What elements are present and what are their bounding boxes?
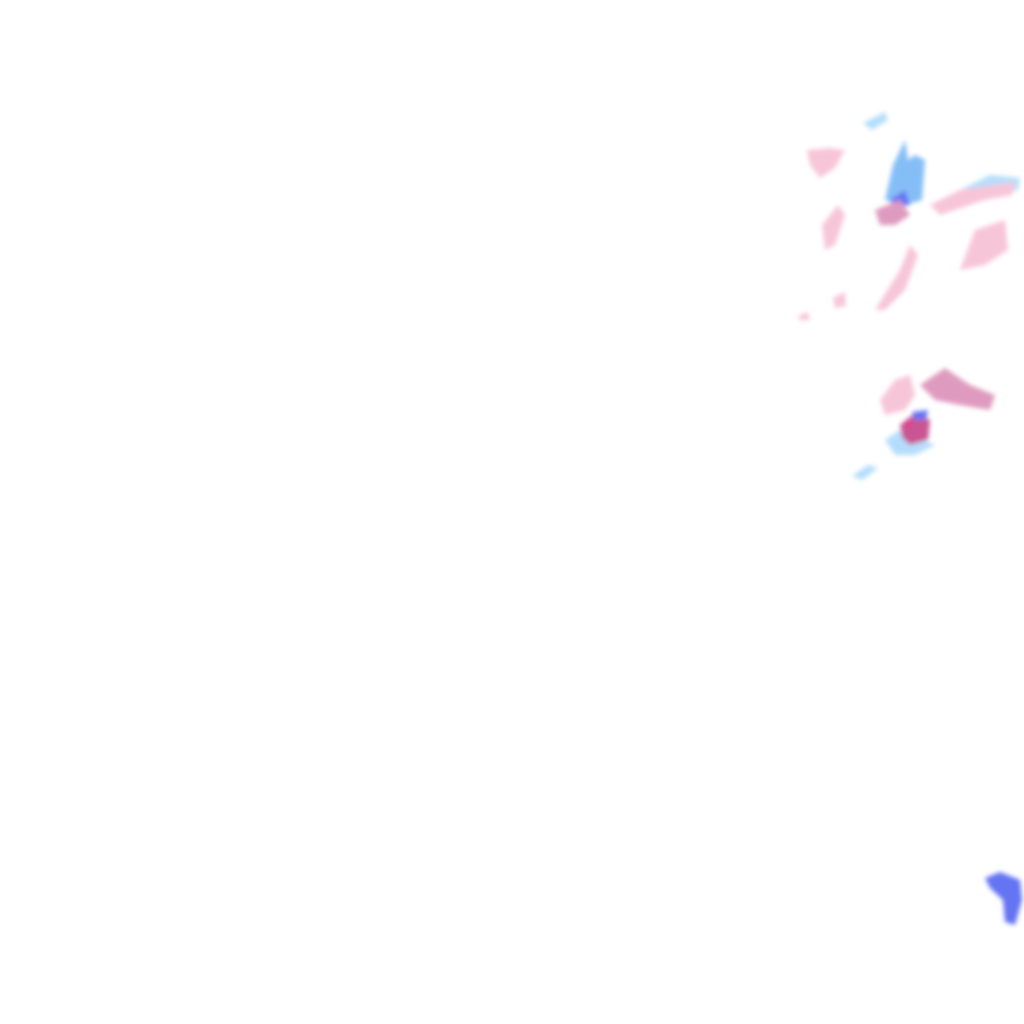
snow-cell — [885, 140, 925, 205]
mixed-cell — [920, 368, 995, 410]
mixed-cell — [875, 200, 910, 225]
mixed-cell — [930, 182, 1015, 215]
mixed-cell — [833, 292, 846, 308]
mixed-cell — [900, 413, 930, 445]
mixed-peak-cell — [905, 421, 911, 427]
snow-cell — [852, 465, 878, 480]
snow-cell — [912, 410, 928, 420]
mixed-cell — [798, 312, 810, 320]
mixed-cell — [875, 245, 918, 310]
snow-cell — [863, 112, 888, 130]
mixed-cell — [960, 220, 1008, 270]
mixed-cell — [807, 148, 845, 178]
mixed-cell — [880, 375, 915, 415]
mixed-cell — [822, 205, 845, 250]
snow-cell — [985, 872, 1022, 925]
